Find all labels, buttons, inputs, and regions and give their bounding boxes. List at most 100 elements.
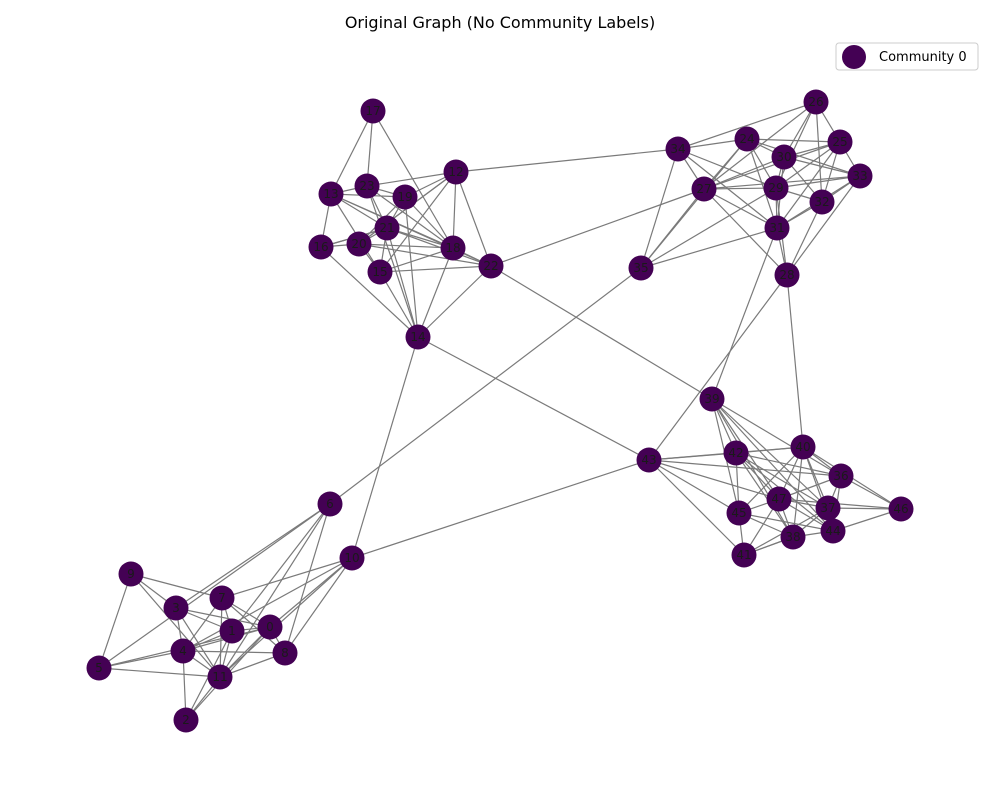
node-39[interactable]: 39	[699, 386, 725, 412]
node-30[interactable]: 30	[771, 144, 797, 170]
node-circle[interactable]	[170, 638, 196, 664]
node-1[interactable]: 1	[219, 618, 245, 644]
node-circle[interactable]	[209, 585, 235, 611]
node-10[interactable]: 10	[339, 545, 365, 571]
node-16[interactable]: 16	[308, 234, 334, 260]
node-40[interactable]: 40	[790, 434, 816, 460]
node-circle[interactable]	[360, 98, 386, 124]
node-circle[interactable]	[764, 215, 790, 241]
node-13[interactable]: 13	[318, 181, 344, 207]
node-circle[interactable]	[86, 655, 112, 681]
edge-20-18	[358, 243, 454, 249]
node-2[interactable]: 2	[173, 707, 199, 733]
node-circle[interactable]	[699, 386, 725, 412]
node-4[interactable]: 4	[170, 638, 196, 664]
node-circle[interactable]	[207, 664, 233, 690]
node-circle[interactable]	[339, 545, 365, 571]
node-circle[interactable]	[780, 524, 806, 550]
node-18[interactable]: 18	[440, 235, 466, 261]
node-45[interactable]: 45	[726, 500, 752, 526]
node-circle[interactable]	[723, 440, 749, 466]
node-32[interactable]: 32	[809, 189, 835, 215]
node-circle[interactable]	[392, 184, 418, 210]
node-20[interactable]: 20	[346, 231, 372, 257]
node-circle[interactable]	[731, 542, 757, 568]
node-37[interactable]: 37	[815, 495, 841, 521]
node-circle[interactable]	[827, 129, 853, 155]
node-0[interactable]: 0	[257, 614, 283, 640]
node-circle[interactable]	[734, 126, 760, 152]
node-19[interactable]: 19	[392, 184, 418, 210]
node-circle[interactable]	[346, 231, 372, 257]
node-7[interactable]: 7	[209, 585, 235, 611]
node-circle[interactable]	[405, 324, 431, 350]
node-14[interactable]: 14	[405, 324, 431, 350]
node-23[interactable]: 23	[354, 173, 380, 199]
node-25[interactable]: 25	[827, 129, 853, 155]
node-circle[interactable]	[257, 614, 283, 640]
node-12[interactable]: 12	[443, 159, 469, 185]
node-36[interactable]: 36	[828, 463, 854, 489]
node-21[interactable]: 21	[374, 215, 400, 241]
node-circle[interactable]	[790, 434, 816, 460]
node-24[interactable]: 24	[734, 126, 760, 152]
node-circle[interactable]	[374, 215, 400, 241]
node-circle[interactable]	[367, 259, 393, 285]
node-26[interactable]: 26	[803, 89, 829, 115]
node-circle[interactable]	[820, 518, 846, 544]
node-34[interactable]: 34	[665, 136, 691, 162]
node-circle[interactable]	[163, 595, 189, 621]
node-circle[interactable]	[636, 447, 662, 473]
node-circle[interactable]	[317, 491, 343, 517]
node-circle[interactable]	[628, 255, 654, 281]
node-circle[interactable]	[828, 463, 854, 489]
node-circle[interactable]	[478, 253, 504, 279]
node-17[interactable]: 17	[360, 98, 386, 124]
node-15[interactable]: 15	[367, 259, 393, 285]
node-circle[interactable]	[440, 235, 466, 261]
node-9[interactable]: 9	[118, 561, 144, 587]
node-circle[interactable]	[219, 618, 245, 644]
node-circle[interactable]	[691, 176, 717, 202]
node-circle[interactable]	[771, 144, 797, 170]
node-35[interactable]: 35	[628, 255, 654, 281]
node-47[interactable]: 47	[766, 486, 792, 512]
node-label: 31	[769, 221, 784, 235]
node-circle[interactable]	[774, 262, 800, 288]
node-circle[interactable]	[766, 486, 792, 512]
node-circle[interactable]	[272, 640, 298, 666]
node-46[interactable]: 46	[888, 496, 914, 522]
node-circle[interactable]	[118, 561, 144, 587]
node-3[interactable]: 3	[163, 595, 189, 621]
node-31[interactable]: 31	[764, 215, 790, 241]
node-circle[interactable]	[847, 163, 873, 189]
node-circle[interactable]	[308, 234, 334, 260]
node-41[interactable]: 41	[731, 542, 757, 568]
node-circle[interactable]	[888, 496, 914, 522]
node-27[interactable]: 27	[691, 176, 717, 202]
node-label: 36	[833, 469, 848, 483]
node-42[interactable]: 42	[723, 440, 749, 466]
node-circle[interactable]	[815, 495, 841, 521]
node-29[interactable]: 29	[763, 175, 789, 201]
edge-9-7	[130, 573, 223, 599]
node-38[interactable]: 38	[780, 524, 806, 550]
node-circle[interactable]	[763, 175, 789, 201]
node-circle[interactable]	[803, 89, 829, 115]
node-circle[interactable]	[318, 181, 344, 207]
node-circle[interactable]	[665, 136, 691, 162]
node-43[interactable]: 43	[636, 447, 662, 473]
node-6[interactable]: 6	[317, 491, 343, 517]
node-circle[interactable]	[443, 159, 469, 185]
node-11[interactable]: 11	[207, 664, 233, 690]
node-circle[interactable]	[726, 500, 752, 526]
node-22[interactable]: 22	[478, 253, 504, 279]
node-circle[interactable]	[173, 707, 199, 733]
node-44[interactable]: 44	[820, 518, 846, 544]
node-circle[interactable]	[354, 173, 380, 199]
node-8[interactable]: 8	[272, 640, 298, 666]
node-5[interactable]: 5	[86, 655, 112, 681]
node-28[interactable]: 28	[774, 262, 800, 288]
node-circle[interactable]	[809, 189, 835, 215]
node-33[interactable]: 33	[847, 163, 873, 189]
